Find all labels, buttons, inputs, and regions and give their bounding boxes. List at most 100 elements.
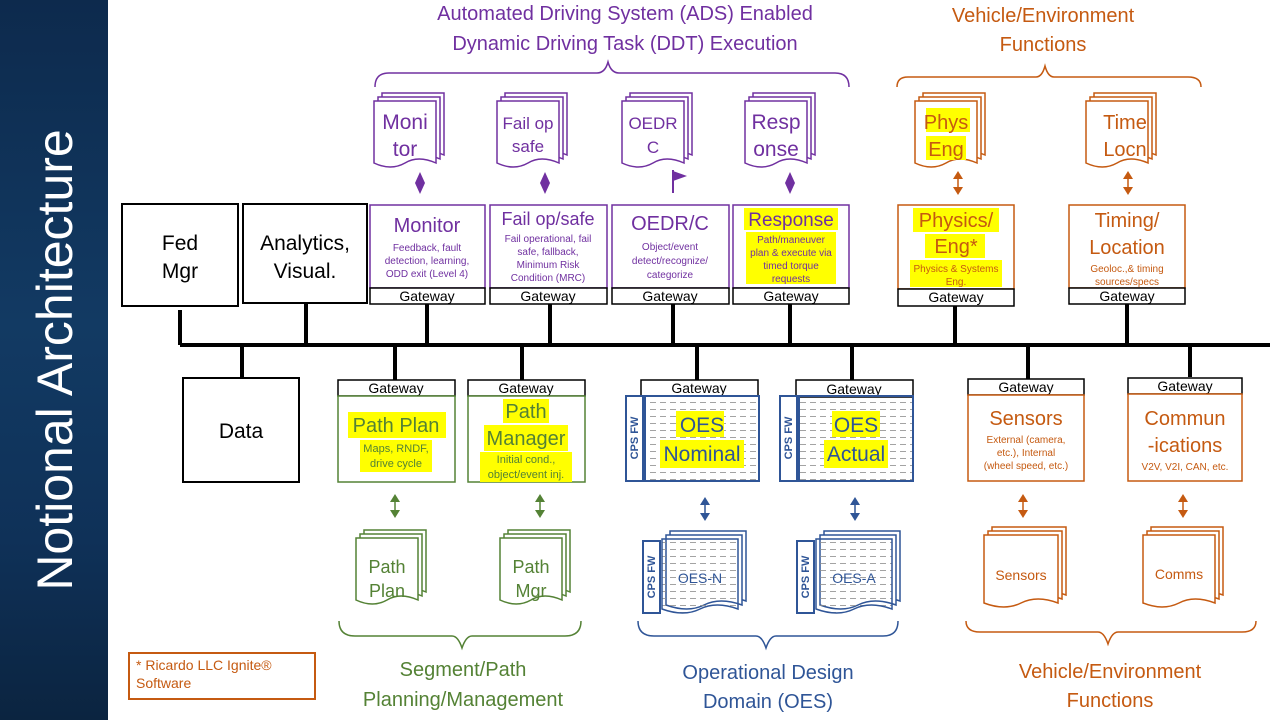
physics-title-1: Physics/ xyxy=(919,210,994,232)
gateway-label: Gateway xyxy=(928,289,983,305)
response-desc-3: timed torque xyxy=(763,261,819,272)
doc-path-plan-l1: Path xyxy=(368,557,405,577)
oes-nominal-module: Gateway CPS FW OES Nominal xyxy=(625,379,760,482)
doc-response-l2: onse xyxy=(753,138,799,161)
doc-sensors-label: Sensors xyxy=(995,567,1046,583)
doc-path-plan: Path Plan xyxy=(355,529,427,605)
gateway-label: Gateway xyxy=(399,288,454,304)
oes-nominal-title-2: Nominal xyxy=(663,443,740,466)
path-plan-module: Gateway Path Plan Maps, RNDF, drive cycl… xyxy=(337,379,456,483)
segment-heading-line2: Planning/Management xyxy=(363,689,564,711)
communications-module: Gateway Commun -ications V2V, V2I, CAN, … xyxy=(1127,377,1243,482)
updown-arrow-icon xyxy=(953,171,1133,195)
path-manager-title-1: Path xyxy=(505,401,546,423)
flag-icon xyxy=(672,170,687,193)
path-manager-title-2: Manager xyxy=(487,428,566,450)
oedrc-module: OEDR/C Object/event detect/recognize/ ca… xyxy=(611,204,730,305)
updown-arrow-icon xyxy=(415,172,795,194)
doc-time-l1: Time xyxy=(1103,112,1147,134)
doc-response-l1: Resp xyxy=(751,111,800,134)
doc-comms: Comms xyxy=(1142,526,1224,608)
gateway-label: Gateway xyxy=(1157,378,1212,394)
gateway-label: Gateway xyxy=(368,380,423,396)
timing-title-2: Location xyxy=(1089,237,1165,259)
bus-lines xyxy=(178,303,1270,380)
gateway-label: Gateway xyxy=(642,288,697,304)
cps-fw-label: CPS FW xyxy=(646,555,658,598)
path-manager-module: Gateway Path Manager Initial cond., obje… xyxy=(467,379,586,483)
path-plan-title: Path Plan xyxy=(353,415,440,437)
gateway-label: Gateway xyxy=(671,380,726,396)
sensors-module: Gateway Sensors External (camera, etc.),… xyxy=(967,378,1085,482)
physics-desc-1: Physics & Systems xyxy=(913,264,998,275)
doc-path-plan-l2: Plan xyxy=(369,581,405,601)
comms-desc-1: V2V, V2I, CAN, etc. xyxy=(1142,462,1229,473)
ads-brace xyxy=(374,59,850,88)
sensors-desc-2: etc.), Internal xyxy=(997,448,1055,459)
path-manager-desc-2: object/event inj. xyxy=(488,469,564,481)
physics-module: Physics/ Eng* Physics & Systems Eng. Gat… xyxy=(897,204,1015,307)
vehicle-bottom-heading-line1: Vehicle/Environment xyxy=(1019,661,1202,683)
odd-brace xyxy=(637,620,899,651)
doc-oedrc-l2: C xyxy=(647,138,659,157)
data-label: Data xyxy=(219,420,264,443)
gateway-label: Gateway xyxy=(826,381,881,397)
analytics-box: Analytics, Visual. xyxy=(242,203,368,304)
analytics-l1: Analytics, xyxy=(260,232,350,255)
oedrc-desc-3: categorize xyxy=(647,270,694,281)
ads-heading-line1: Automated Driving System (ADS) Enabled xyxy=(437,3,813,25)
doc-monitor-l1: Moni xyxy=(382,111,428,134)
analytics-l2: Visual. xyxy=(274,260,337,283)
gateway-label: Gateway xyxy=(998,379,1053,395)
failop-title: Fail op/safe xyxy=(501,209,594,229)
path-plan-desc-2: drive cycle xyxy=(370,458,422,470)
oes-actual-title-1: OES xyxy=(834,414,878,437)
monitor-title: Monitor xyxy=(394,215,461,237)
response-desc-2: plan & execute via xyxy=(750,248,832,259)
oedrc-desc-2: detect/recognize/ xyxy=(632,256,708,267)
cps-fw-label: CPS FW xyxy=(629,416,641,459)
sensors-title: Sensors xyxy=(989,408,1062,430)
gateway-label: Gateway xyxy=(1099,288,1154,304)
odd-heading-line2: Domain (OES) xyxy=(703,691,833,713)
monitor-desc-3: ODD exit (Level 4) xyxy=(386,269,468,280)
response-desc-4: requests xyxy=(772,274,810,285)
gateway-label: Gateway xyxy=(520,288,575,304)
oes-actual-module: Gateway CPS FW OES Actual xyxy=(779,379,914,482)
monitor-desc-1: Feedback, fault xyxy=(393,243,462,254)
doc-path-mgr: Path Mgr xyxy=(499,529,571,605)
timing-desc-2: sources/specs xyxy=(1095,277,1159,288)
doc-oes-a: CPS FW OES-A xyxy=(796,530,901,614)
response-module: Response Path/maneuver plan & execute vi… xyxy=(732,204,850,305)
doc-path-mgr-l2: Mgr xyxy=(516,581,547,601)
doc-monitor-l2: tor xyxy=(393,138,418,161)
doc-oedrc: OEDR C xyxy=(621,92,693,168)
doc-path-mgr-l1: Path xyxy=(512,557,549,577)
doc-time: Time Locn xyxy=(1085,92,1157,168)
failop-desc-2: safe, fallback, xyxy=(517,247,578,258)
segment-brace xyxy=(338,620,582,651)
doc-phys: Phys Eng xyxy=(914,92,986,168)
doc-time-l2: Locn xyxy=(1103,139,1146,161)
oedrc-desc-1: Object/event xyxy=(642,242,698,253)
updown-arrow-icon xyxy=(390,494,1188,521)
doc-oes-n: CPS FW OES-N xyxy=(642,530,747,614)
gateway-label: Gateway xyxy=(498,380,553,396)
oes-actual-title-2: Actual xyxy=(827,443,885,466)
oes-nominal-title-1: OES xyxy=(680,414,724,437)
doc-phys-l1: Phys xyxy=(924,112,968,134)
path-plan-desc-1: Maps, RNDF, xyxy=(363,443,428,455)
doc-monitor: Moni tor xyxy=(373,92,445,168)
failop-module: Fail op/safe Fail operational, fail safe… xyxy=(489,204,608,305)
vehicle-top-heading-line1: Vehicle/Environment xyxy=(952,5,1135,27)
doc-failop: Fail op safe xyxy=(496,92,568,168)
fed-mgr-l1: Fed xyxy=(162,232,198,255)
ads-heading-line2: Dynamic Driving Task (DDT) Execution xyxy=(452,33,797,55)
footnote-text: * Ricardo LLC Ignite® Software xyxy=(136,657,272,691)
oedrc-title: OEDR/C xyxy=(631,213,709,235)
doc-oes-a-label: OES-A xyxy=(832,570,876,586)
sidebar-panel: Notional Architecture xyxy=(0,0,108,720)
vehicle-top-heading-line2: Functions xyxy=(1000,34,1087,56)
comms-title-1: Commun xyxy=(1144,408,1225,430)
